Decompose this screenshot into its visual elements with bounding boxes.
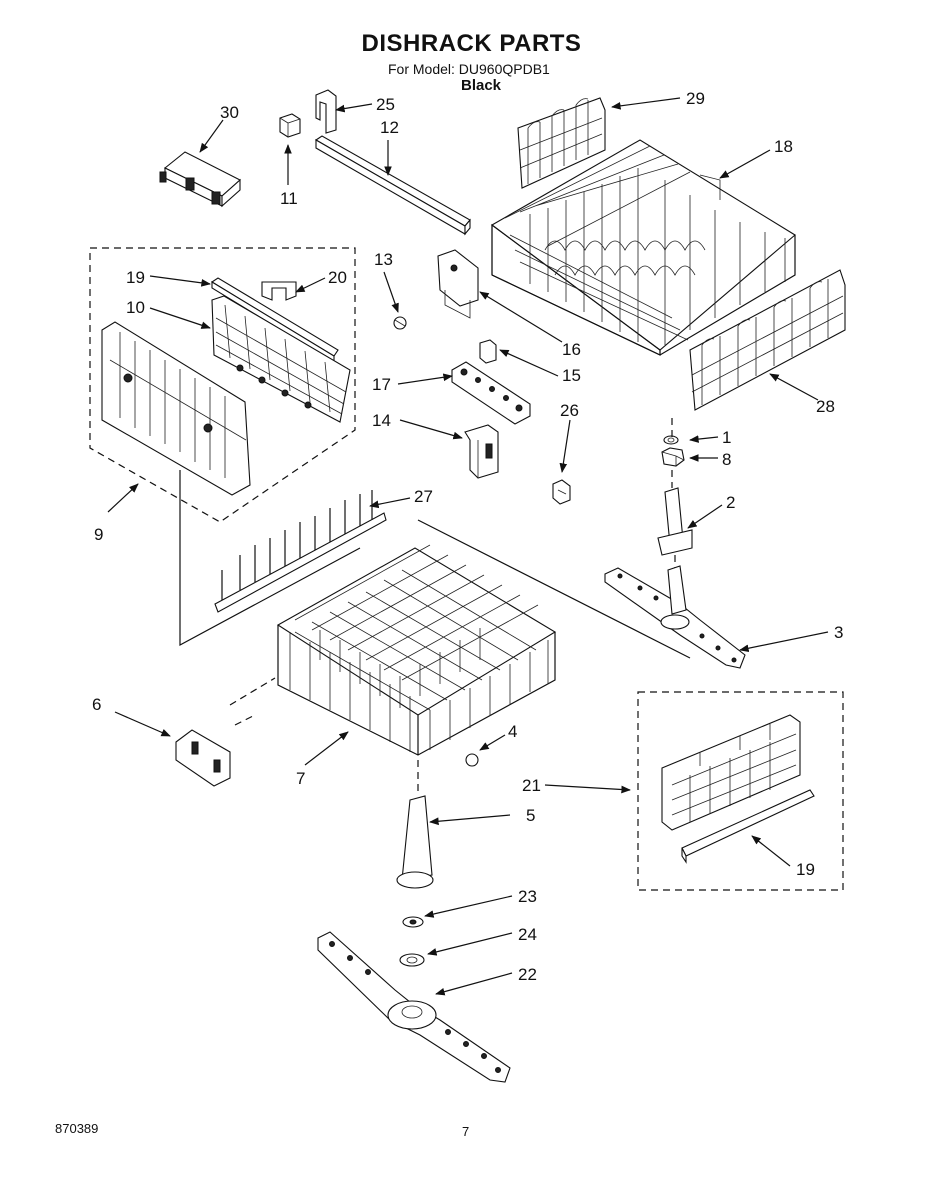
callout-20: 20 (328, 268, 347, 287)
callout-3: 3 (834, 623, 843, 642)
part-6-dash (229, 677, 276, 726)
callout-13: 13 (374, 250, 393, 269)
part-11-block (279, 113, 301, 138)
page-number: 7 (462, 1124, 470, 1139)
callout-22: 22 (518, 965, 537, 984)
part-29-tine-row (517, 97, 606, 189)
callout-27: 27 (414, 487, 433, 506)
callout-9: 9 (94, 525, 103, 544)
part-27-tine-strip (214, 490, 387, 613)
part-18-upper-rack (490, 139, 796, 356)
callout-19-bottom: 19 (796, 860, 815, 879)
page-title: DISHRACK PARTS (361, 30, 582, 57)
part-9-group-box (89, 247, 356, 523)
callout-10: 10 (126, 298, 145, 317)
callout-30: 30 (220, 103, 239, 122)
callout-8: 8 (722, 450, 731, 469)
document-number: 870389 (55, 1121, 99, 1136)
part-8-nut (661, 447, 685, 467)
callout-18: 18 (774, 137, 793, 156)
callout-17: 17 (372, 375, 391, 394)
callout-25: 25 (376, 95, 395, 114)
part-28-tine-row (689, 269, 846, 411)
part-26-clip (552, 479, 571, 505)
callout-labels: 30 11 25 12 29 18 19 20 10 13 16 15 17 1… (92, 89, 843, 984)
part-1-washer (663, 435, 679, 445)
model-line: For Model: DU960QPDB1 (388, 61, 550, 77)
assembly-lines (179, 470, 691, 659)
callout-26: 26 (560, 401, 579, 420)
callout-14: 14 (372, 411, 391, 430)
part-5-tower (396, 795, 434, 889)
callout-19-top: 19 (126, 268, 145, 287)
callout-7: 7 (296, 769, 305, 788)
callout-24: 24 (518, 925, 537, 944)
callout-29: 29 (686, 89, 705, 108)
part-4-screw (465, 753, 479, 767)
leader-lines (107, 97, 829, 996)
callout-16: 16 (562, 340, 581, 359)
part-14-clip (464, 424, 499, 479)
part-21-group-box (637, 691, 844, 891)
part-2-tube (657, 487, 693, 556)
callout-6: 6 (92, 695, 101, 714)
callout-2: 2 (726, 493, 735, 512)
callout-28: 28 (816, 397, 835, 416)
callout-4: 4 (508, 722, 517, 741)
part-24-ring (399, 953, 425, 967)
callout-23: 23 (518, 887, 537, 906)
part-22-lower-spray-arm (317, 931, 511, 1083)
part-3-upper-spray-arm (604, 565, 746, 669)
part-30-clip (159, 151, 241, 208)
part-17-arm (451, 361, 531, 425)
part-13-screw (393, 316, 407, 330)
callout-12: 12 (380, 118, 399, 137)
part-16-bracket (437, 249, 479, 319)
callout-21: 21 (522, 776, 541, 795)
part-7-lower-rack (276, 544, 557, 756)
callout-11: 11 (280, 189, 298, 208)
part-15-hub (479, 339, 497, 364)
part-23-washer (402, 916, 424, 928)
part-25-clip (315, 89, 337, 134)
callout-1: 1 (722, 428, 731, 447)
color-line: Black (461, 77, 502, 94)
callout-5: 5 (526, 806, 535, 825)
part-12-rail (314, 135, 471, 236)
callout-15: 15 (562, 366, 581, 385)
part-6-clip (175, 729, 231, 787)
